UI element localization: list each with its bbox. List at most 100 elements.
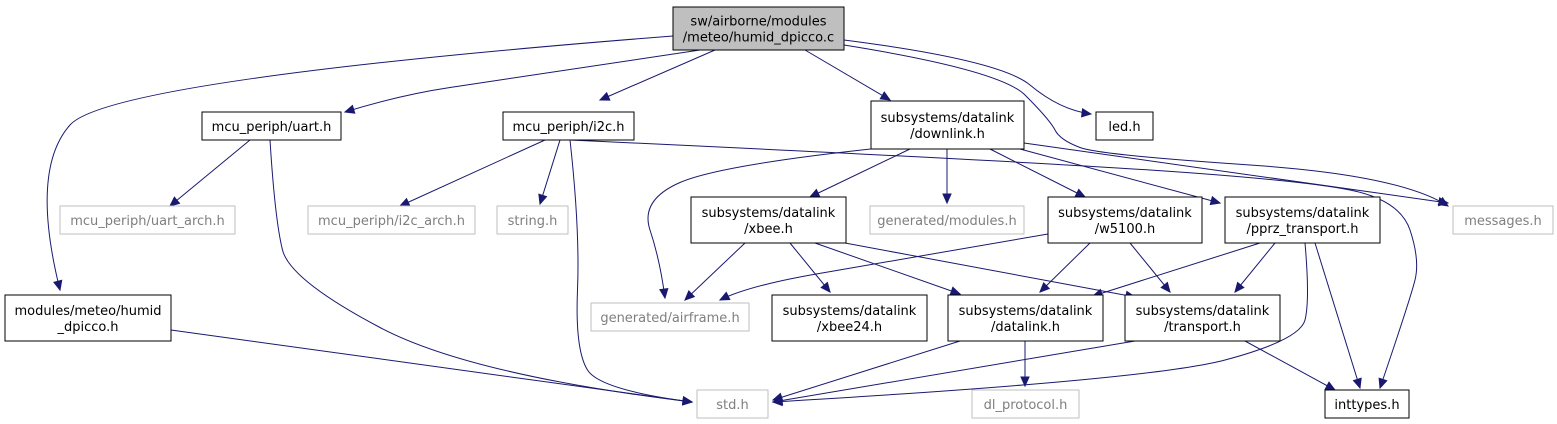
node-i2c[interactable]: mcu_periph/i2c.h [502,111,635,141]
node-box [1047,196,1203,244]
node-label: string.h [508,214,558,229]
arrowhead-icon [942,193,952,205]
edge-root-to-led [843,39,1093,118]
edge-line [169,139,251,207]
node-box [307,205,476,235]
node-box [590,302,750,332]
edge-pprz-to-transport [1234,242,1276,293]
nodes-layer: sw/airborne/modules/meteo/humid_dpicco.c… [4,6,1554,419]
node-label: dl_protocol.h [984,398,1068,413]
node-inttypes[interactable]: inttypes.h [1324,389,1410,419]
node-box [869,205,1025,235]
edge-line [46,35,674,291]
arrowhead-icon [1074,188,1087,198]
node-w5100[interactable]: subsystems/datalink/w5100.h [1047,196,1203,244]
edge-transport-to-std [771,340,1136,406]
arrowhead-icon [949,286,962,296]
edge-uart-to-std [269,139,694,406]
node-label: subsystems/datalink [1236,206,1370,221]
node-string: string.h [496,205,569,235]
node-box [1124,294,1281,342]
node-box [1452,205,1554,235]
node-transport[interactable]: subsystems/datalink/transport.h [1124,294,1281,342]
edge-line [269,139,693,403]
node-label: mcu_periph/uart_arch.h [70,214,225,229]
arrowhead-icon [684,289,696,301]
arrowhead-icon [1234,281,1245,293]
node-label: mcu_periph/i2c_arch.h [318,214,465,229]
edge-xbee-to-datalink [814,242,962,296]
node-label: generated/modules.h [877,214,1016,229]
node-datalink[interactable]: subsystems/datalink/datalink.h [947,294,1104,342]
edge-humid-to-std [170,329,694,406]
edge-w5100-to-datalink [1039,242,1091,293]
node-label: subsystems/datalink [1058,206,1192,221]
edge-downlink-to-pprz [1019,148,1222,206]
node-label: subsystems/datalink [959,304,1093,319]
edge-root-to-i2c [598,49,716,101]
arrowhead-icon [169,196,181,207]
node-label: subsystems/datalink [702,206,836,221]
node-label: subsystems/datalink [1136,304,1270,319]
edge-line [1039,242,1091,293]
node-pprz[interactable]: subsystems/datalink/pprz_transport.h [1224,196,1381,244]
node-gen-modules: generated/modules.h [869,205,1025,235]
node-box [1224,196,1381,244]
edge-line [789,242,831,293]
arrowhead-icon [771,395,784,406]
node-label: subsystems/datalink [783,304,917,319]
node-label: generated/airframe.h [600,311,739,326]
edge-line [772,340,961,401]
node-xbee24[interactable]: subsystems/datalink/xbee24.h [771,294,928,342]
node-root[interactable]: sw/airborne/modules/meteo/humid_dpicco.c [672,6,845,51]
node-downlink[interactable]: subsystems/datalink/downlink.h [870,100,1025,150]
node-i2c-arch: mcu_periph/i2c_arch.h [307,205,476,235]
edge-xbee-to-transport [844,242,1137,300]
edge-line [599,49,716,101]
edge-line [569,139,1418,389]
node-label: modules/meteo/humid [15,304,162,319]
edge-line [344,49,701,113]
arrowhead-icon [1160,281,1171,293]
arrowhead-icon [598,91,611,101]
node-xbee[interactable]: subsystems/datalink/xbee.h [690,196,847,244]
node-label: inttypes.h [1334,398,1399,413]
edge-i2c-to-i2c_arch [398,139,546,207]
node-label: _dpicco.h [56,320,118,335]
edge-w5100-to-gen_airframe [718,233,1049,301]
edge-line [539,139,561,205]
node-uart[interactable]: mcu_periph/uart.h [201,111,342,141]
edge-downlink-to-gen_airframe [647,147,881,300]
edge-line [814,242,961,295]
node-label: /pprz_transport.h [1247,222,1359,237]
edge-line [1023,142,1449,204]
arrowhead-icon [681,395,694,406]
node-label: mcu_periph/i2c.h [512,120,624,135]
node-led[interactable]: led.h [1095,111,1154,141]
arrowhead-icon [1039,281,1051,293]
arrowhead-icon [659,287,669,300]
arrowhead-icon [343,104,356,114]
arrowhead-icon [1080,108,1093,118]
node-label: mcu_periph/uart.h [212,120,332,135]
edge-line [1019,148,1221,204]
edge-line [843,39,1092,115]
edge-downlink-to-w5100 [989,148,1087,198]
edge-i2c-to-std [569,139,694,406]
node-uart-arch: mcu_periph/uart_arch.h [59,205,236,235]
edge-line [843,44,1449,207]
edge-datalink-to-dl_protocol [1020,341,1030,388]
edge-root-to-uart [343,49,701,114]
node-label: /datalink.h [991,320,1060,335]
node-label: /meteo/humid_dpicco.c [683,31,834,46]
edge-line [844,242,1136,298]
node-humid[interactable]: modules/meteo/humid_dpicco.h [4,294,172,342]
node-label: messages.h [1464,214,1542,229]
edge-line [647,147,881,299]
edge-pprz-to-inttypes [1314,242,1362,390]
node-std: std.h [696,389,769,419]
node-box [771,294,928,342]
edge-line [684,242,746,301]
edge-downlink-to-gen_modules [942,149,952,205]
node-label: /downlink.h [910,127,985,142]
